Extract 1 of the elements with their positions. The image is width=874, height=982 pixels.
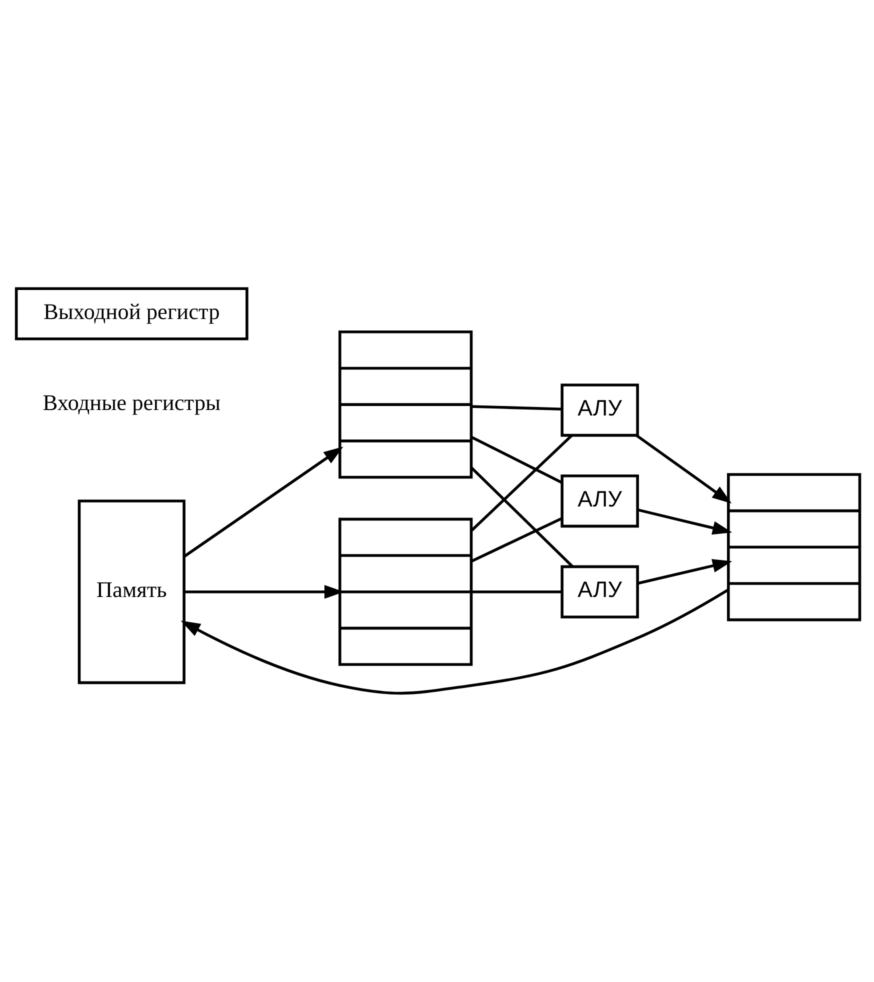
- label: Входные регистры: [42, 390, 221, 415]
